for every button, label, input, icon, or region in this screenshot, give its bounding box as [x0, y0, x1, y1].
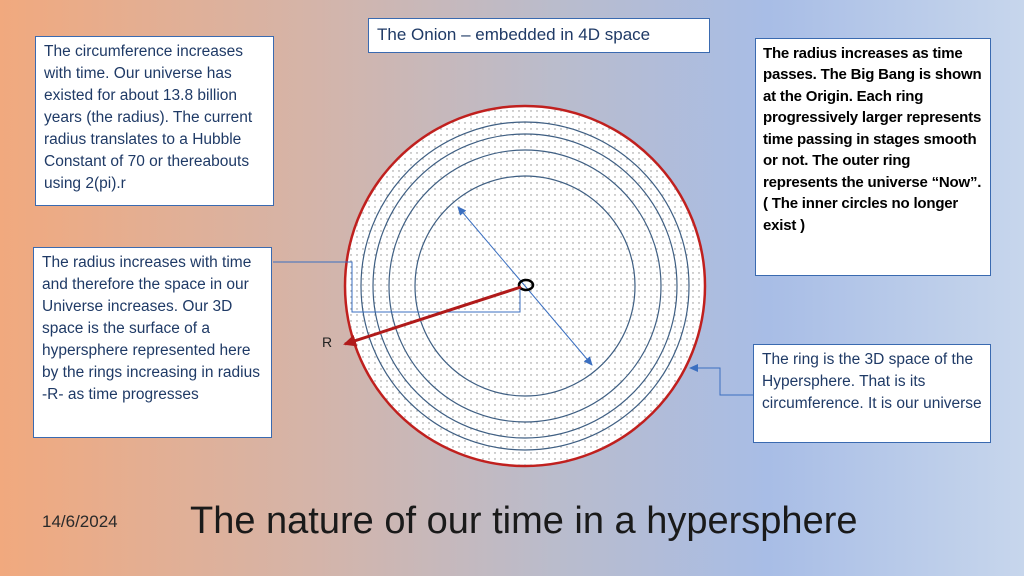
connector-left [273, 261, 521, 313]
diameter-arrow [457, 206, 593, 366]
radius-label: R [322, 334, 332, 350]
origin-marker [517, 278, 535, 292]
ring-universe-note: The ring is the 3D space of the Hypersph… [753, 344, 991, 443]
circumference-note-text: The circumference increases with time. O… [44, 43, 253, 192]
time-rings-note-text: The radius increases as time passes. The… [763, 45, 982, 234]
inner-ring-1 [388, 149, 662, 423]
inner-ring-0 [414, 175, 636, 397]
inner-ring-2 [372, 133, 678, 439]
radius-note: The radius increases with time and there… [33, 247, 272, 438]
radius-arrow [343, 285, 522, 347]
inner-ring-3 [360, 121, 690, 451]
slide-title: The nature of our time in a hypersphere [190, 500, 858, 542]
circumference-note: The circumference increases with time. O… [35, 36, 274, 206]
ring-universe-note-text: The ring is the 3D space of the Hypersph… [762, 351, 982, 412]
radius-note-text: The radius increases with time and there… [42, 254, 260, 403]
diagram-title: The Onion – embedded in 4D space [377, 25, 651, 44]
diagram-title-box: The Onion – embedded in 4D space [368, 18, 710, 53]
connector-right [689, 364, 753, 396]
time-rings-note: The radius increases as time passes. The… [755, 38, 991, 276]
slide-date: 14/6/2024 [42, 512, 118, 531]
